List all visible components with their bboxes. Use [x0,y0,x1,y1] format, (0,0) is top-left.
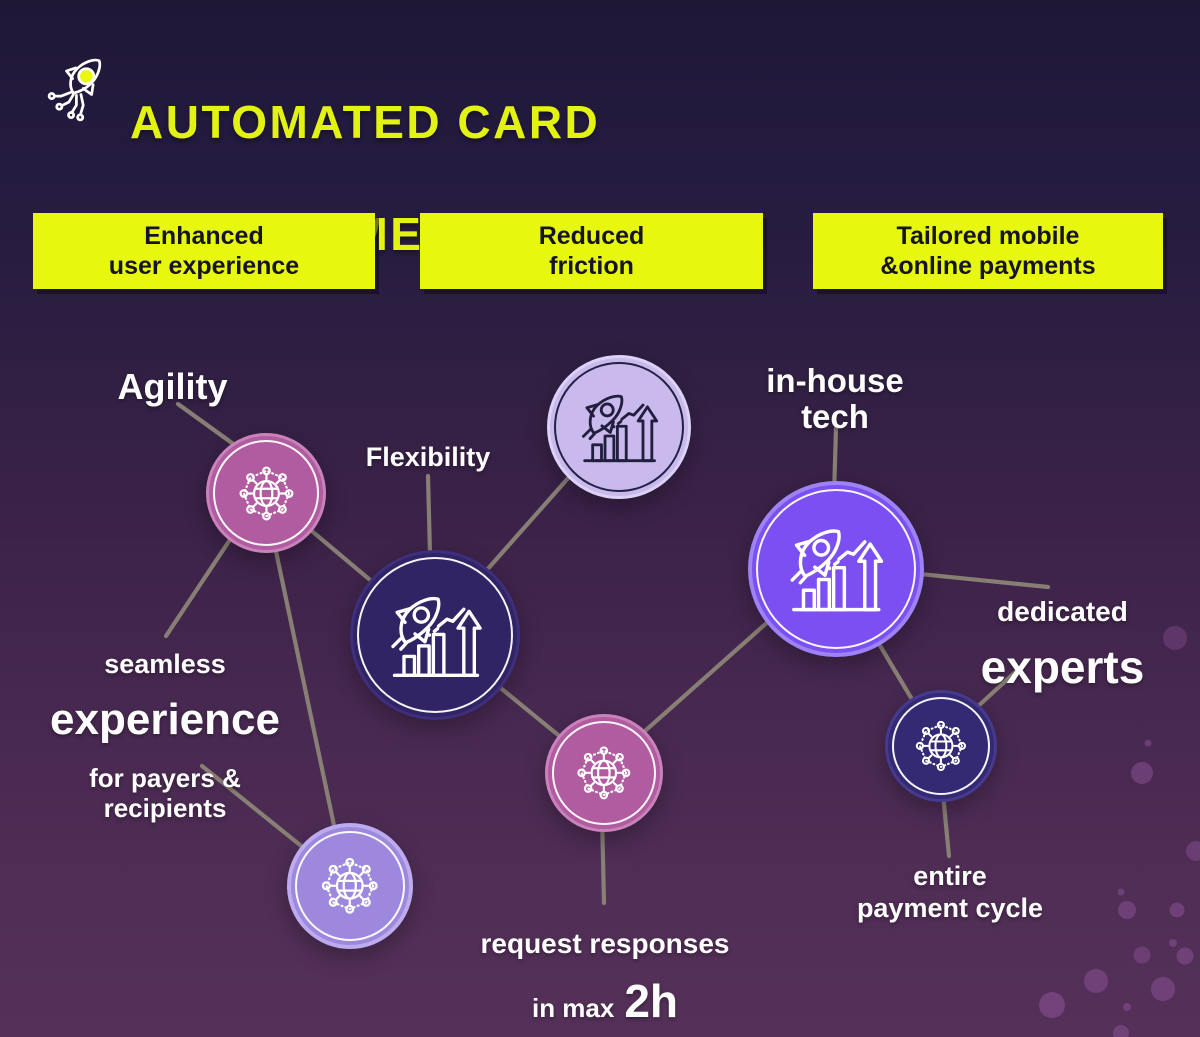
rocket-growth-chart-icon [383,583,488,688]
banner-tailored-payments: Tailored mobile &online payments [813,213,1163,289]
connector-line [260,487,349,885]
flexibility-node [350,550,520,720]
label-request-responses: request responses in max 2h [450,910,760,1037]
label-seamless-experience: seamless experience for payers & recipie… [33,631,297,842]
global-network-icon [312,848,388,924]
page-title-line1: AUTOMATED CARD [130,96,601,149]
responses-node [545,714,663,832]
rocket-circuit-icon [46,48,122,132]
label-seamless-main: experience [50,695,280,744]
banner-reduced-friction: Reduced friction [420,213,763,289]
label-request-prefix: in max [531,993,615,1023]
global-network-icon [568,737,640,809]
payers-network-node [287,823,413,949]
banner-enhanced-user-experience: Enhanced user experience [33,213,375,289]
label-request-bottom: in max 2h [450,978,760,1024]
agility-node [206,433,326,553]
label-experts-main: experts [980,641,1145,693]
payment-cycle-node [885,690,997,802]
rocket-growth-chart-icon [782,515,890,623]
label-inhouse-tech: in-house tech [766,362,904,436]
label-dedicated-experts: dedicated experts [950,580,1175,708]
label-agility: Agility [117,366,228,407]
global-network-icon [230,457,303,530]
label-request-top: request responses [480,928,730,959]
label-entire-payment-cycle: entire payment cycle [856,861,1044,924]
decorative-dots [1039,626,1200,1037]
label-flexibility: Flexibility [365,442,491,472]
global-network-icon [907,712,975,780]
inhouse-tech-node [748,481,924,657]
label-request-value: 2h [624,975,679,1027]
rocket-growth-chart-icon [575,383,663,471]
label-seamless-sub: for payers & recipients [89,763,241,823]
label-seamless-top: seamless [104,649,226,679]
momentum-top-node [547,355,691,499]
label-experts-top: dedicated [997,596,1128,627]
